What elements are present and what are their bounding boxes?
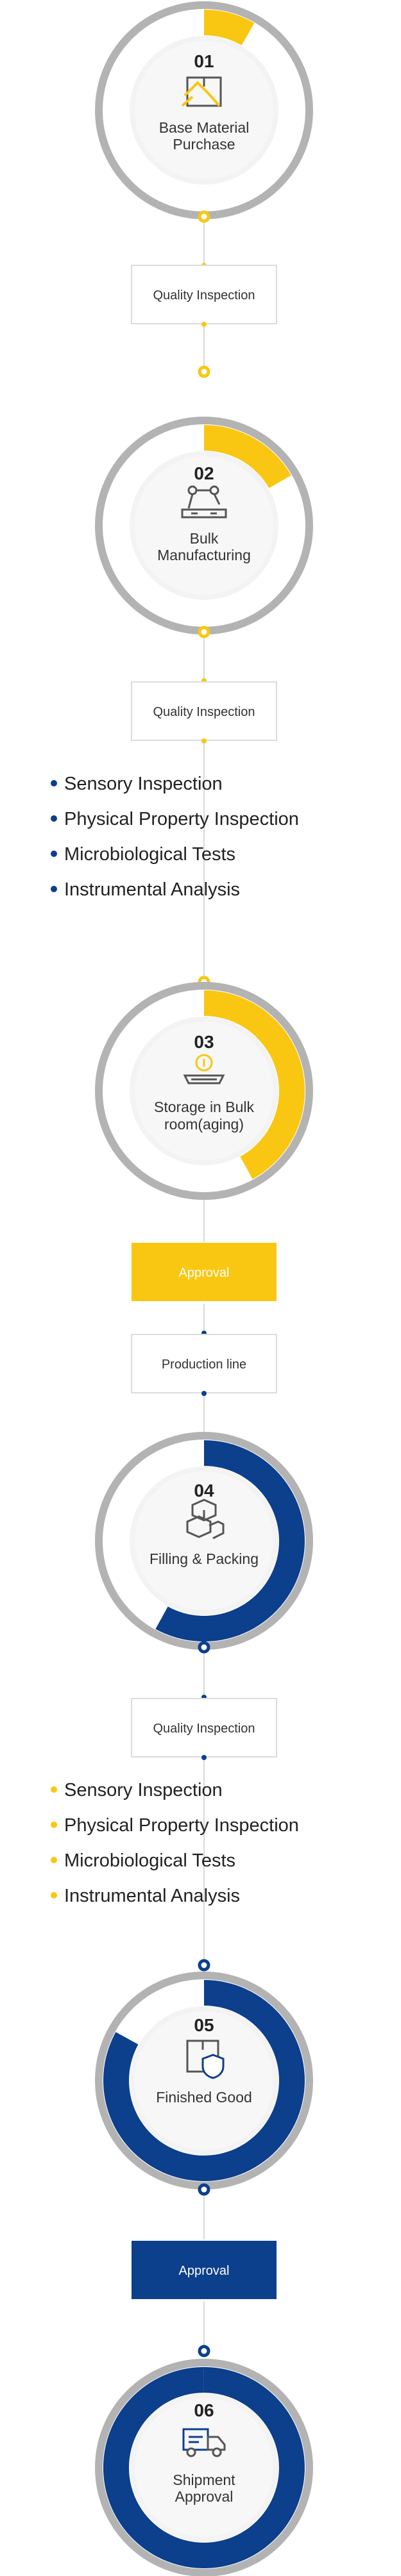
stage-05-name-line-1: Finished Good	[156, 2089, 252, 2106]
list-2-item-2: Physical Property Inspection	[64, 1815, 299, 1836]
stage-04-number: 04	[194, 1481, 214, 1500]
connector-dot	[201, 738, 207, 744]
shield-box-icon	[186, 2040, 225, 2079]
connector-dot	[201, 1391, 207, 1396]
list-1-bullet-1	[51, 780, 57, 786]
box-02-label: Quality Inspection	[153, 705, 255, 719]
boxes-icon	[186, 1499, 225, 1540]
inspection-list-1: Sensory Inspection Physical Property Ins…	[51, 774, 299, 900]
list-2-bullet-4	[51, 1892, 57, 1899]
stage-06-name-line-1: Shipment	[173, 2472, 235, 2488]
stage-03-name-line-1: Storage in Bulk	[154, 1099, 254, 1115]
stage-04-name-line-1: Filling & Packing	[149, 1550, 259, 1567]
stage-04-progress-arc	[155, 1440, 305, 1642]
stage-03: 03 Storage in Bulk room(aging)	[95, 982, 313, 1200]
box-05-frame	[131, 1698, 277, 1757]
stage-02-bottom-node	[198, 626, 210, 638]
box-hand-icon	[181, 76, 222, 107]
box-05-label: Quality Inspection	[153, 1722, 255, 1736]
stage-06: 06 Shipment Approval	[95, 2359, 313, 2576]
box-04: Production line	[131, 1334, 277, 1393]
list-2-bullet-1	[51, 1786, 57, 1793]
stage-04: 04 Filling & Packing	[95, 1432, 313, 1654]
connector-node	[198, 2345, 210, 2357]
list-1-item-1: Sensory Inspection	[64, 774, 223, 794]
connector-dot	[201, 322, 207, 327]
box-04-label: Production line	[162, 1358, 246, 1372]
box-06-label: Approval	[179, 2264, 230, 2278]
box-01-label: Quality Inspection	[153, 288, 255, 303]
stage-01-name-line-1: Base Material	[159, 119, 250, 136]
stage-06-name-line-2: Approval	[175, 2488, 234, 2505]
robot-arm-icon	[181, 485, 227, 519]
box-05: Quality Inspection	[131, 1698, 277, 1757]
stage-01-progress-arc	[204, 10, 255, 46]
stage-02-name-line-2: Manufacturing	[157, 547, 251, 563]
list-1-item-4: Instrumental Analysis	[64, 879, 240, 900]
connector-node	[198, 365, 210, 378]
list-1-item-2: Physical Property Inspection	[64, 809, 299, 829]
stage-01-name-line-2: Purchase	[173, 136, 235, 153]
connector-node	[198, 1959, 210, 1972]
box-03: Approval	[132, 1243, 277, 1301]
stage-01-number: 01	[194, 51, 214, 71]
list-1-bullet-4	[51, 886, 57, 892]
list-1-bullet-2	[51, 815, 57, 822]
stage-05-number: 05	[194, 2015, 214, 2035]
stage-05-bottom-node	[198, 2183, 210, 2196]
storage-tray-icon	[183, 1054, 225, 1084]
stage-03-name-line-2: room(aging)	[164, 1116, 244, 1133]
list-2-bullet-3	[51, 1857, 57, 1863]
inspection-list-2: Sensory Inspection Physical Property Ins…	[51, 1780, 299, 1906]
stage-01-bottom-node	[198, 210, 210, 223]
list-1-bullet-3	[51, 851, 57, 857]
stage-03-number: 03	[194, 1032, 214, 1052]
box-01: Quality Inspection	[131, 265, 277, 324]
stage-02-progress-arc	[204, 425, 291, 488]
stage-06-number: 06	[194, 2400, 214, 2420]
box-03-frame	[132, 1243, 277, 1301]
stage-05: 05 Finished Good	[95, 1972, 313, 2196]
box-02: Quality Inspection	[131, 681, 277, 741]
stage-02-name-line-1: Bulk	[190, 530, 219, 547]
connector-dot	[201, 1755, 207, 1760]
truck-icon	[182, 2428, 226, 2457]
box-01-frame	[131, 265, 277, 324]
list-2-item-1: Sensory Inspection	[64, 1780, 223, 1800]
stage-02: 02 Bulk Manufacturing	[95, 417, 313, 638]
box-06: Approval	[132, 2241, 277, 2299]
stage-01: 01 Base Material Purchase	[95, 1, 313, 223]
stage-04-bottom-node	[198, 1641, 210, 1654]
box-06-frame	[132, 2241, 277, 2299]
stage-02-number: 02	[194, 463, 214, 483]
box-04-frame	[131, 1334, 277, 1393]
list-2-item-3: Microbiological Tests	[64, 1850, 235, 1871]
list-1-item-3: Microbiological Tests	[64, 844, 235, 865]
box-02-frame	[131, 681, 277, 741]
list-2-bullet-2	[51, 1822, 57, 1828]
stage-03-progress-arc	[204, 990, 305, 1179]
list-2-item-4: Instrumental Analysis	[64, 1886, 240, 1906]
box-03-label: Approval	[179, 1266, 230, 1280]
